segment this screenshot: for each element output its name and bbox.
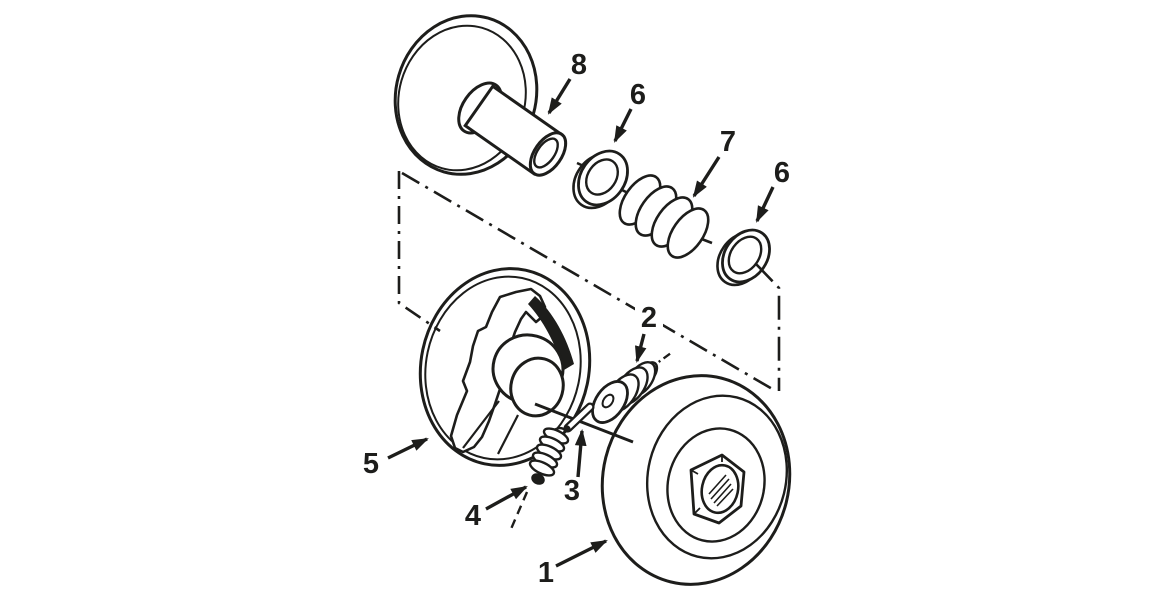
callout-label-5: 5 (363, 448, 379, 480)
washer-hole (584, 158, 620, 196)
callout-2-backing (635, 300, 663, 330)
hub-spoke (497, 414, 519, 455)
callout-label-4: 4 (465, 500, 481, 532)
part-1-drum-pulley (600, 374, 792, 586)
pin-tip (563, 425, 571, 433)
part-6-washer-front (572, 149, 629, 210)
plug-hole (601, 393, 615, 409)
callout-label-7: 7 (720, 126, 736, 158)
callout-label-6-rear: 6 (774, 157, 790, 189)
callout-arrow-5 (387, 437, 429, 460)
part-3-pin (563, 402, 595, 433)
hub-spoke (462, 400, 500, 449)
callout-arrow-8 (547, 78, 572, 115)
cam-ramp-band (528, 296, 574, 370)
part-8-fixed-sheave-shaft (393, 14, 568, 177)
part-2-plug (591, 361, 659, 424)
sheave5-inner-rim (424, 275, 582, 461)
callout-arrow-6-front (613, 108, 633, 143)
spring4-end (531, 473, 545, 485)
spring-coil (666, 207, 710, 259)
assembly-axis-line (534, 402, 634, 444)
callout-label-6-front: 6 (630, 79, 646, 111)
part-4-spring-small (528, 426, 570, 485)
shaft-bore (533, 137, 559, 169)
part-6-washer-rear (716, 228, 771, 287)
callout-labels: 8 6 7 6 2 5 4 3 1 (363, 49, 790, 589)
washer-hole (727, 235, 763, 275)
spring4-coil (528, 459, 556, 477)
callout-arrow-7 (692, 156, 721, 198)
bore-threads (708, 474, 734, 507)
callout-label-2: 2 (641, 302, 657, 334)
callout-label-8: 8 (571, 49, 587, 81)
callout-arrow-6-rear (755, 186, 775, 223)
callout-arrow-3 (574, 428, 587, 478)
hub-bore (509, 356, 565, 418)
callout-arrow-2 (634, 333, 647, 364)
part-5-movable-sheave (418, 267, 592, 467)
part-7-spring (618, 174, 710, 259)
alignment-line-right (755, 263, 781, 391)
callout-arrows (387, 78, 775, 568)
pin-body-core (565, 404, 593, 431)
alignment-line-left (397, 171, 441, 333)
callout-label-3: 3 (564, 475, 580, 507)
spring4-insert-dashes (509, 491, 529, 530)
hub-nut-chamfer (690, 455, 723, 515)
callout-arrow-4 (485, 485, 528, 511)
callout-arrow-1 (555, 539, 608, 568)
callout-label-1: 1 (538, 557, 554, 589)
